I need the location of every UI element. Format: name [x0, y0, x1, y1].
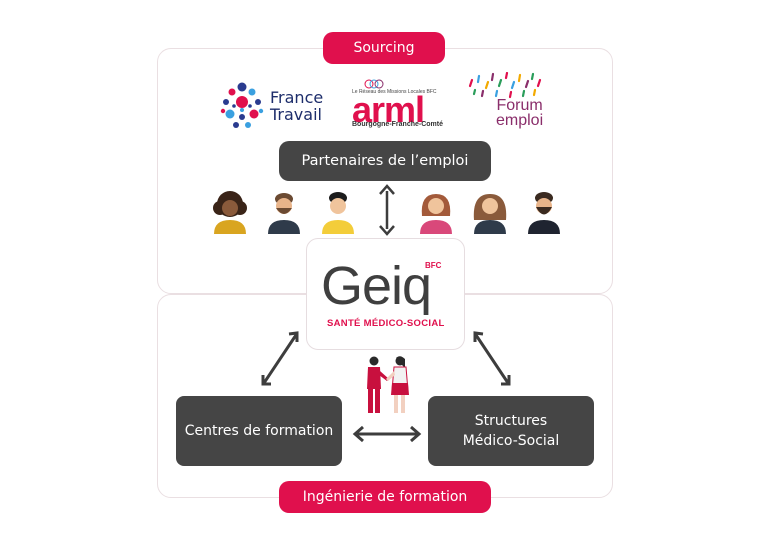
partenaires-box: Partenaires de l’emploi: [279, 141, 491, 181]
france-travail-line1: France: [270, 88, 324, 107]
forum-emploi-logo: Forum emploi: [466, 72, 556, 130]
forum-line2: emploi: [496, 112, 544, 129]
sourcing-label: Sourcing: [323, 32, 445, 64]
structures-line2: Médico-Social: [462, 433, 560, 449]
vertical-arrow-icon: [379, 184, 395, 236]
geiq-logo-box: Geiq BFC SANTÉ MÉDICO-SOCIAL: [306, 238, 465, 350]
handshake-icon: [367, 356, 409, 413]
forum-confetti-icon: [468, 72, 542, 99]
france-travail-line2: Travail: [270, 105, 322, 124]
person-icon-2: [268, 193, 300, 234]
centres-text: Centres de formation: [184, 423, 334, 439]
person-icon-6: [528, 192, 560, 234]
arml-tagline: Le Réseau des Missions Locales BFC: [352, 89, 437, 95]
geiq-badge: BFC: [425, 261, 442, 270]
diagonal-arrow-left-icon: [261, 331, 299, 386]
geiq-subtitle: SANTÉ MÉDICO-SOCIAL: [327, 318, 445, 329]
person-icon-5: [473, 194, 507, 234]
geiq-name: Geiq: [321, 256, 432, 316]
centres-box: Centres de formation: [176, 396, 342, 466]
forum-line1: Forum: [496, 97, 543, 114]
sourcing-text: Sourcing: [353, 40, 415, 56]
arml-name: arml: [352, 89, 425, 130]
person-icon-4: [420, 194, 452, 234]
ingenierie-text: Ingénierie de formation: [302, 489, 468, 505]
partenaires-text: Partenaires de l’emploi: [301, 153, 469, 169]
structures-box: Structures Médico-Social: [428, 396, 594, 466]
people-row: [213, 191, 560, 234]
horizontal-arrow-icon: [352, 425, 422, 443]
arml-logo: Le Réseau des Missions Locales BFC arml …: [350, 78, 443, 130]
person-icon-1: [213, 191, 247, 234]
arml-region: Bourgogne-Franche-Comté: [352, 121, 443, 128]
structures-line1: Structures: [474, 413, 548, 429]
ingenierie-label: Ingénierie de formation: [279, 481, 491, 513]
person-icon-3: [322, 192, 354, 234]
france-travail-logo: France Travail: [218, 80, 338, 130]
france-travail-dots-icon: [220, 82, 264, 128]
diagonal-arrow-right-icon: [473, 331, 511, 386]
arml-circles-icon: [364, 79, 384, 89]
